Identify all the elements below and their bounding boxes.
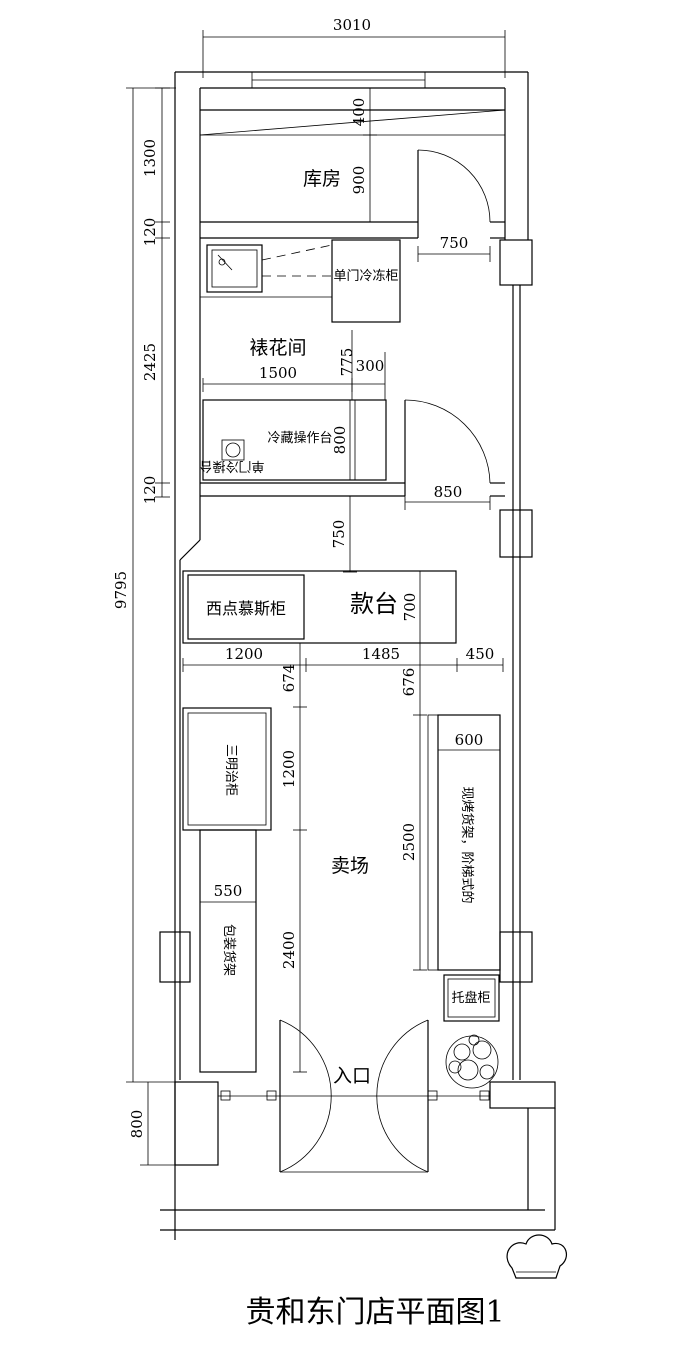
dim-750-corridor: 750 [330, 520, 348, 549]
dim-1200-row: 1200 [225, 645, 263, 663]
mousse-cabinet [187, 574, 305, 640]
dim-775: 775 [338, 348, 356, 377]
fixture-sandwich-cabinet: 三明治柜 [223, 744, 238, 796]
dim-3010: 3010 [333, 16, 371, 34]
dim-674: 674 [280, 664, 298, 693]
tray-cabinet [443, 974, 500, 1022]
dim-120-a: 120 [141, 218, 159, 247]
package-shelf [199, 829, 257, 1073]
room-label-sales: 卖场 [331, 855, 369, 877]
dim-400: 400 [350, 98, 368, 127]
dim-left-chain: 1300 120 2425 120 9795 800 [112, 87, 215, 1166]
dim-9795: 9795 [112, 571, 130, 609]
freezer [331, 239, 401, 323]
dim-1300: 1300 [141, 139, 159, 177]
dim-1200-sandwich: 1200 [280, 750, 298, 788]
storage-room: 库房 400 900 750 [199, 87, 506, 262]
fixture-package-shelf: 包装货架 [221, 924, 237, 976]
sales-floor: 674 676 三明治柜 1200 550 包装货架 2400 卖场 600 现… [182, 643, 501, 1089]
fixture-mousse-cabinet: 西点慕斯柜 [206, 599, 286, 618]
plan-title: 贵和东门店平面图1 [245, 1295, 504, 1330]
decoration-room: 单门冷冻柜 裱花间 1500 775 300 冷藏操作台 单门冷操台 800 [199, 239, 505, 573]
sink [206, 244, 263, 293]
dim-600: 600 [455, 731, 484, 749]
dim-300: 300 [356, 357, 385, 375]
counter-area: 西点慕斯柜 款台 700 1200 1485 450 [182, 570, 504, 672]
fixture-freezer: 单门冷冻柜 [333, 268, 398, 284]
cold-table [202, 399, 387, 481]
dim-676: 676 [400, 668, 418, 697]
entrance: 入口 [174, 1019, 556, 1173]
fixture-tray-cabinet: 托盘柜 [451, 990, 490, 1006]
dim-900: 900 [350, 166, 368, 195]
dim-2400: 2400 [280, 931, 298, 969]
dim-120-b: 120 [141, 476, 159, 505]
fixture-bake-shelf: 现烤货架，阶梯式的 [459, 786, 475, 903]
dim-2500: 2500 [400, 823, 418, 861]
dim-450: 450 [466, 645, 495, 663]
dim-2425: 2425 [141, 343, 159, 381]
chef-hat-icon [506, 1234, 568, 1279]
room-label-decoration: 裱花间 [249, 337, 306, 359]
dim-top-width: 3010 [202, 16, 506, 78]
room-label-entrance: 入口 [333, 1065, 371, 1087]
room-label-storage: 库房 [303, 168, 341, 190]
dim-750-door: 750 [440, 234, 469, 252]
dim-800-bottom: 800 [128, 1110, 146, 1139]
fixture-door-table: 单门冷操台 [199, 458, 264, 474]
dim-700: 700 [401, 593, 419, 622]
dim-800-table: 800 [331, 426, 349, 455]
fixture-counter: 款台 [350, 590, 398, 618]
dim-1485: 1485 [362, 645, 400, 663]
plant-icon [445, 1034, 499, 1089]
dim-550: 550 [214, 882, 243, 900]
dim-1500: 1500 [259, 364, 297, 382]
dim-850: 850 [434, 483, 463, 501]
counter [182, 570, 457, 644]
fixture-cold-table: 冷藏操作台 [267, 430, 332, 446]
